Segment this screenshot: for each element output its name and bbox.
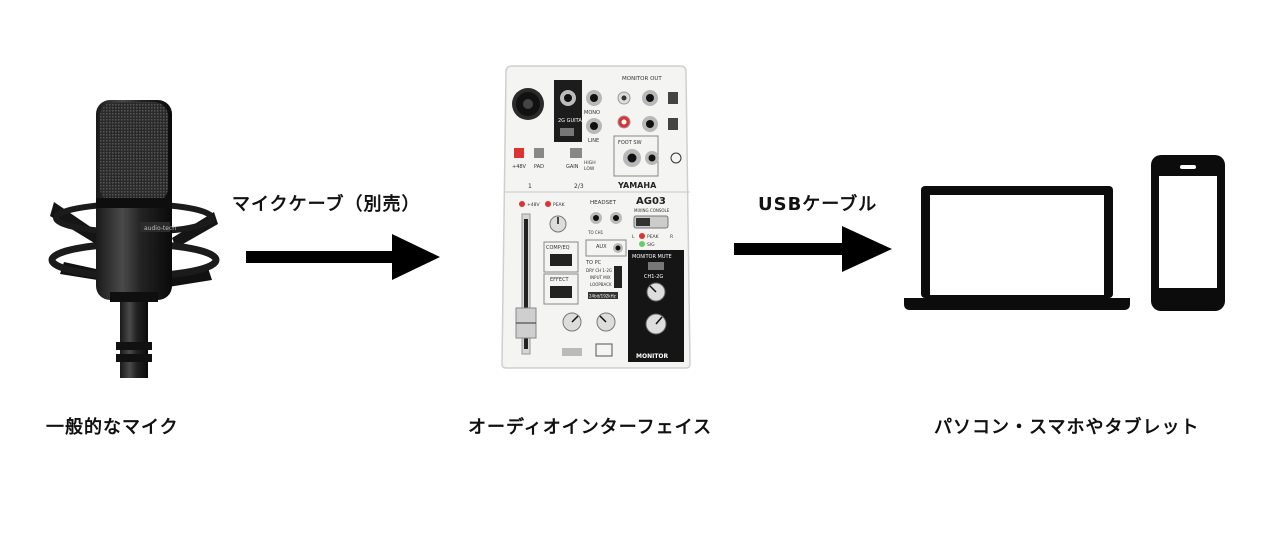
audio-interface-image: 2G GUITAR MONO LINE MONITOR OUT FOOT SW … <box>500 64 692 370</box>
svg-text:SIG: SIG <box>647 242 655 248</box>
svg-text:COMP/EQ: COMP/EQ <box>546 245 570 251</box>
laptop-image <box>904 184 1130 312</box>
svg-text:YAMAHA: YAMAHA <box>617 181 657 190</box>
svg-text:CH1-2G: CH1-2G <box>644 274 663 280</box>
svg-text:TO PC: TO PC <box>585 260 602 266</box>
microphone-icon: audio-tech <box>48 100 220 378</box>
svg-text:audio-tech: audio-tech <box>144 225 176 232</box>
svg-text:MONITOR MUTE: MONITOR MUTE <box>632 254 672 260</box>
svg-text:INPUT MIX: INPUT MIX <box>590 275 611 280</box>
smartphone-image <box>1150 154 1226 312</box>
svg-text:2G GUITAR: 2G GUITAR <box>558 118 586 124</box>
svg-text:+48V: +48V <box>512 164 527 170</box>
svg-text:MONO: MONO <box>584 110 600 116</box>
svg-text:LOOPBACK: LOOPBACK <box>590 282 612 287</box>
svg-text:TO CH1: TO CH1 <box>587 230 604 235</box>
arrow-mic-to-interface <box>246 232 442 282</box>
svg-text:GAIN: GAIN <box>566 164 579 170</box>
svg-text:2/3: 2/3 <box>574 183 584 190</box>
svg-text:MIXING CONSOLE: MIXING CONSOLE <box>634 208 670 213</box>
svg-text:LINE: LINE <box>588 138 599 144</box>
svg-text:HEADSET: HEADSET <box>590 200 617 206</box>
svg-text:AG03: AG03 <box>636 196 666 207</box>
svg-text:HIGH: HIGH <box>584 160 596 166</box>
label-usb-cable: USBケーブル <box>758 194 878 215</box>
svg-text:1: 1 <box>528 183 532 190</box>
svg-text:MONITOR: MONITOR <box>636 353 669 360</box>
svg-text:L: L <box>632 234 635 240</box>
svg-text:EFFECT: EFFECT <box>550 277 570 283</box>
svg-text:R: R <box>670 234 673 240</box>
caption-microphone: 一般的なマイク <box>46 417 179 438</box>
label-mic-cable: マイクケーブ（別売） <box>232 194 421 215</box>
svg-text:24bit/192kHz: 24bit/192kHz <box>589 294 616 299</box>
svg-text:FOOT SW: FOOT SW <box>618 140 642 146</box>
microphone-image: audio-tech <box>40 92 230 382</box>
svg-text:MONITOR OUT: MONITOR OUT <box>622 76 662 82</box>
svg-text:PAD: PAD <box>534 164 544 170</box>
svg-text:LOW: LOW <box>584 166 595 172</box>
svg-text:DRY CH 1-2G: DRY CH 1-2G <box>586 268 612 273</box>
svg-text:PEAK: PEAK <box>647 234 660 240</box>
laptop-icon <box>904 186 1130 310</box>
smartphone-icon <box>1151 155 1225 311</box>
caption-devices: パソコン・スマホやタブレット <box>934 417 1200 438</box>
svg-text:+48V: +48V <box>527 202 540 208</box>
mixer-icon: 2G GUITAR MONO LINE MONITOR OUT FOOT SW … <box>501 65 691 369</box>
arrow-interface-to-devices <box>734 224 894 274</box>
svg-text:PEAK: PEAK <box>553 202 566 208</box>
svg-text:AUX: AUX <box>596 244 607 250</box>
arrow-right-icon <box>246 234 440 280</box>
arrow-right-icon <box>734 226 892 272</box>
caption-interface: オーディオインターフェイス <box>468 417 713 438</box>
